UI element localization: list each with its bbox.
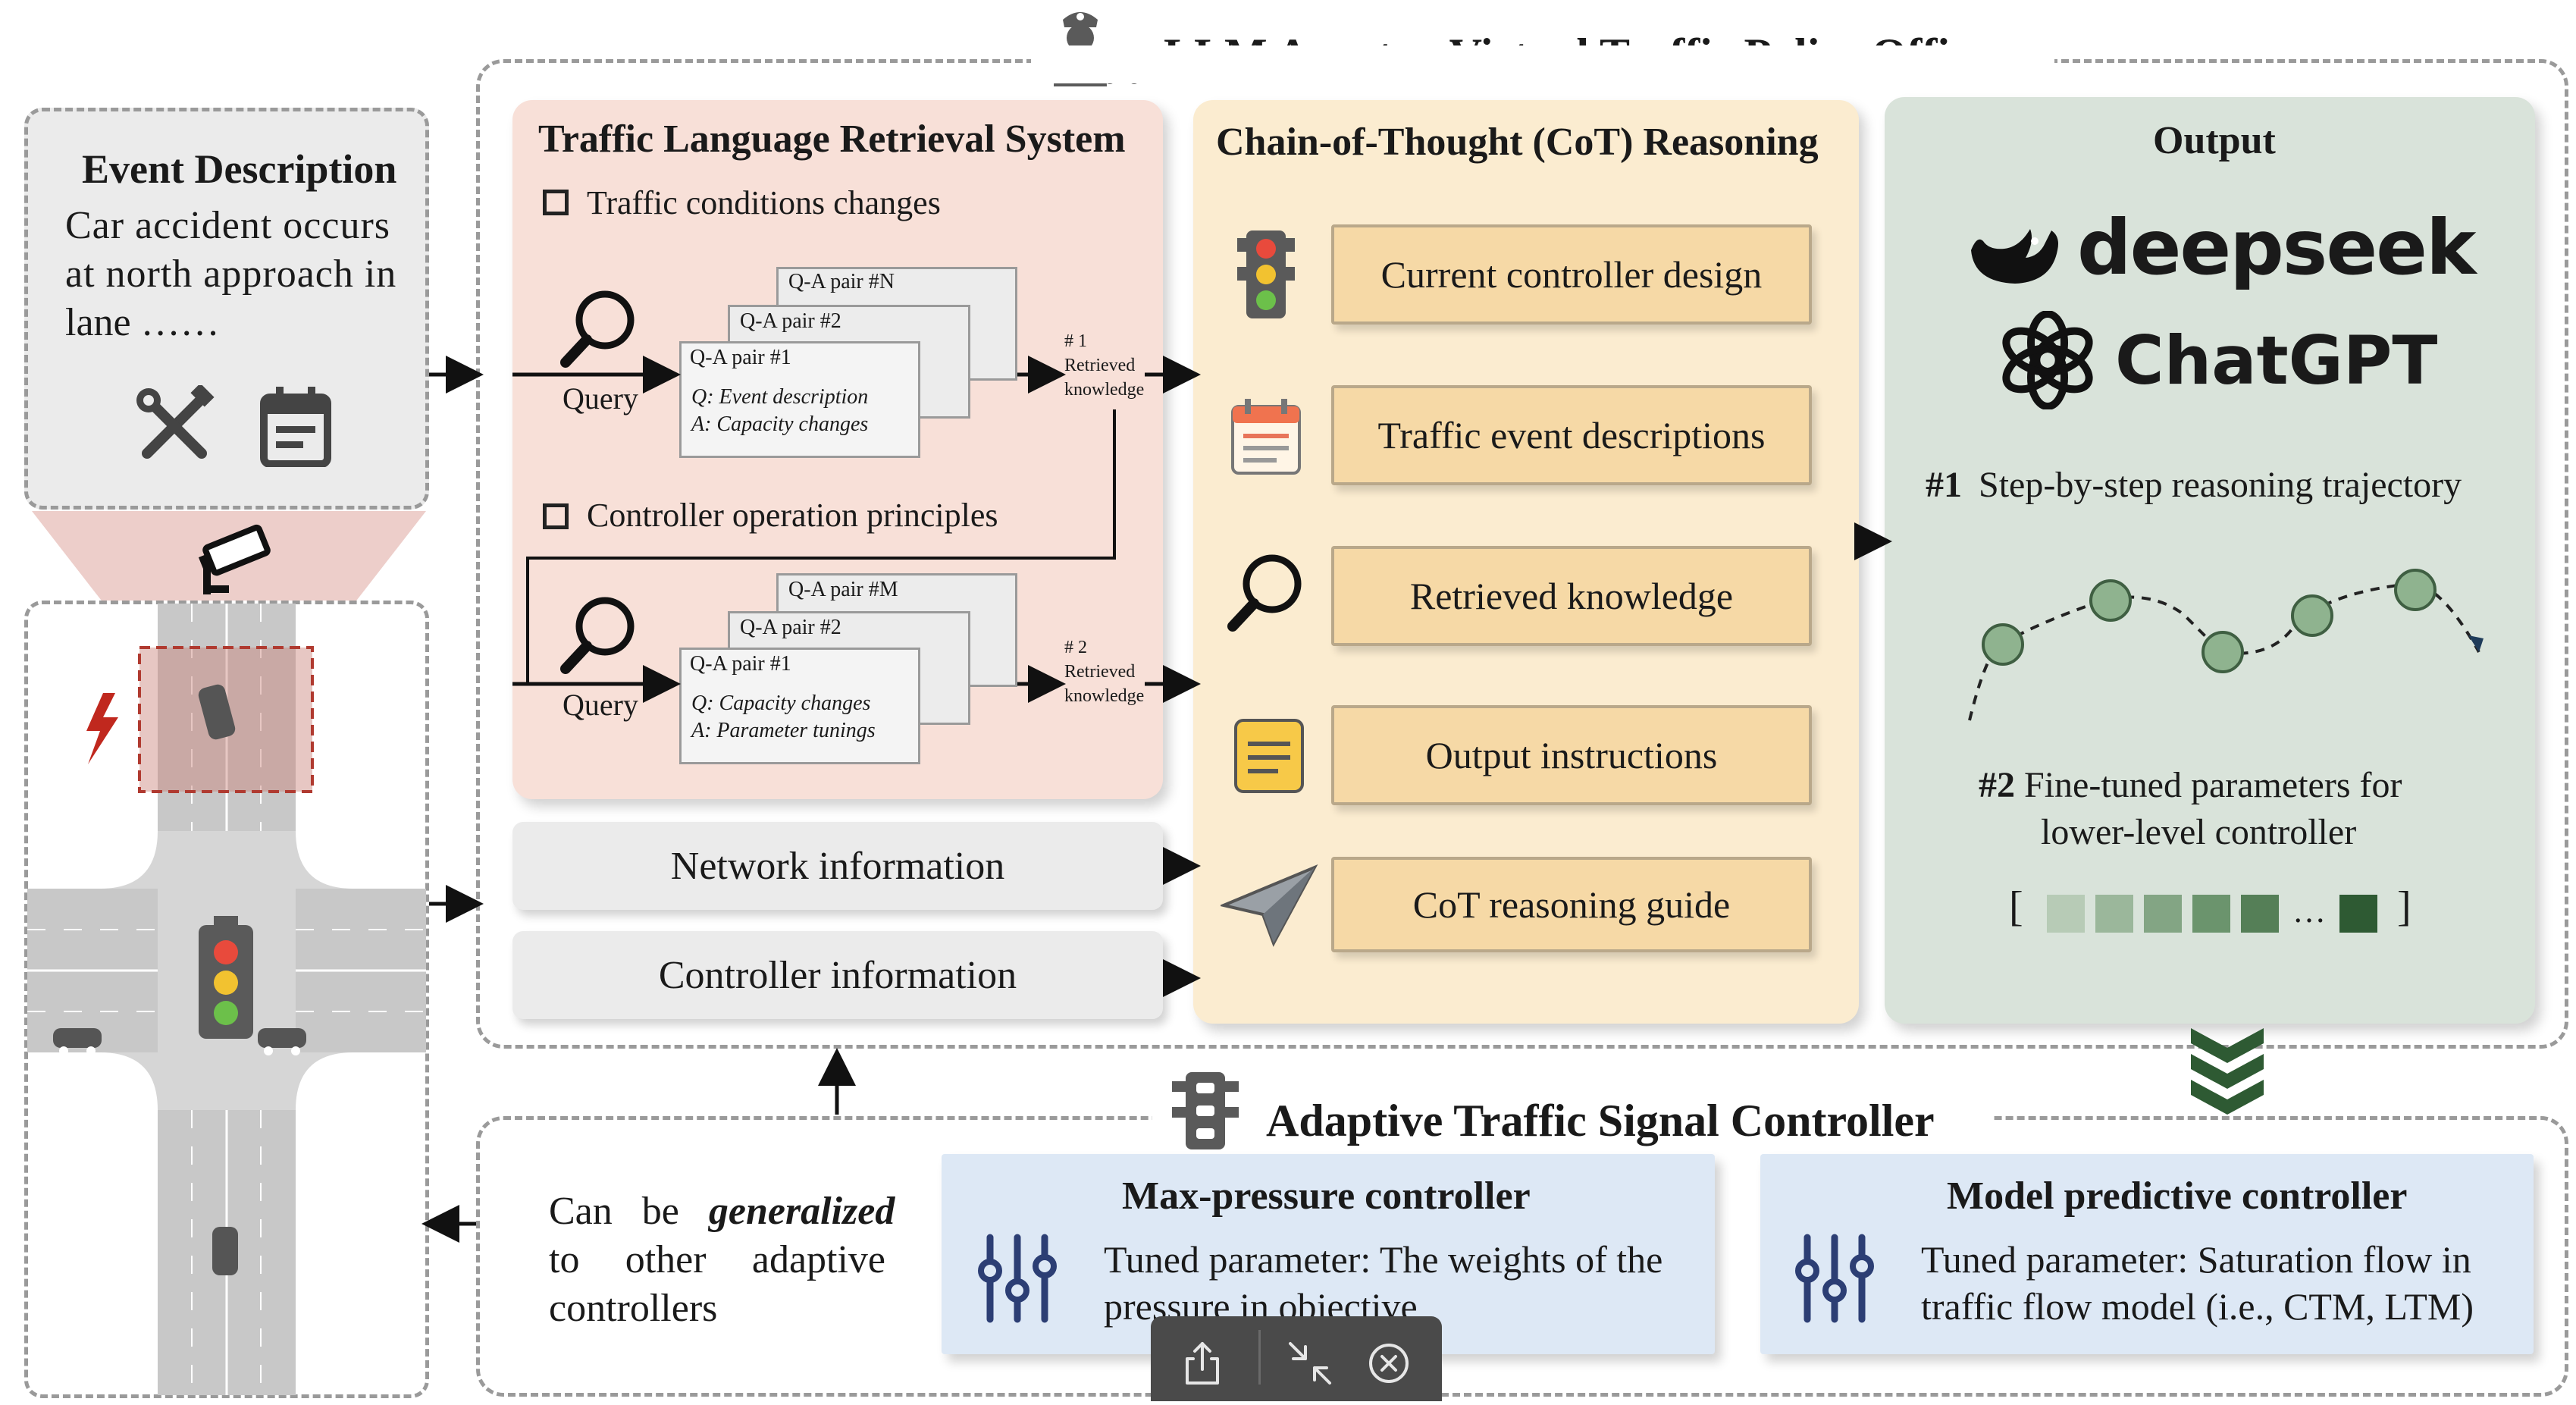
- collapse-icon[interactable]: [1286, 1339, 1334, 1388]
- cot-item-controller-design: Current controller design: [1331, 224, 1812, 325]
- qa-answer: A: Parameter tunings: [691, 719, 876, 742]
- cot-item-retrieved-knowledge: Retrieved knowledge: [1331, 546, 1812, 646]
- event-line-1: Car accident occurs: [65, 204, 391, 247]
- group1-label: Traffic conditions changes: [587, 184, 941, 221]
- title-gap: [1031, 45, 2054, 83]
- event-line-2: at north approach in: [65, 252, 397, 296]
- note-icon: [1231, 716, 1307, 796]
- traffic-light-icon: [1167, 1069, 1243, 1153]
- mpc-title: Model predictive controller: [1947, 1174, 2408, 1218]
- output-item1-num: #1: [1926, 465, 1962, 505]
- generalize-line-1: Can be generalized: [549, 1189, 895, 1234]
- qa-question: Q: Capacity changes: [691, 692, 871, 715]
- generalize-word: be: [641, 1190, 679, 1233]
- output-item2-line2: lower-level controller: [2041, 812, 2357, 852]
- adaptive-heading: Adaptive Traffic Signal Controller: [1266, 1096, 1935, 1146]
- param-swatch: [2241, 895, 2279, 933]
- deepseek-logo-text: deepseek: [2077, 203, 2476, 292]
- cot-item-reasoning-guide: CoT reasoning guide: [1331, 857, 1812, 952]
- output-item2-line1: #2 Fine-tuned parameters for: [1979, 764, 2402, 806]
- group1-query: Query: [563, 381, 638, 416]
- qa-pair-m-label: Q-A pair #M: [788, 578, 898, 601]
- mpc-line-2: traffic flow model (i.e., CTM, LTM): [1921, 1285, 2474, 1328]
- generalize-word: Can: [549, 1190, 613, 1233]
- toolbar-divider: [1258, 1330, 1261, 1385]
- event-line-3: lane ……: [65, 301, 220, 344]
- param-ellipsis: …: [2292, 892, 2326, 930]
- qa-pair-1-label: Q-A pair #1: [690, 346, 791, 369]
- max-pressure-line-1: Tuned parameter: The weights of the: [1104, 1238, 1663, 1281]
- generalize-word: to: [549, 1238, 580, 1281]
- cot-item-event-descriptions: Traffic event descriptions: [1331, 385, 1812, 485]
- close-circle-icon[interactable]: [1365, 1339, 1413, 1388]
- max-pressure-title: Max-pressure controller: [1122, 1174, 1531, 1218]
- cot-heading: Chain-of-Thought (CoT) Reasoning: [1216, 121, 1819, 164]
- paper-plane-icon: [1218, 864, 1319, 948]
- output-item2-num: #2: [1979, 765, 2015, 805]
- chevron-down-icon: [2191, 1028, 2264, 1119]
- traffic-light-icon: [1234, 227, 1298, 321]
- output-heading: Output: [2153, 119, 2276, 162]
- chatgpt-logo-icon: [1998, 310, 2097, 410]
- generalize-line-2: to other adaptive: [549, 1237, 885, 1282]
- calendar-list-icon: [1228, 396, 1304, 478]
- checkbox-icon: [543, 190, 569, 215]
- qa-pair-1-label: Q-A pair #1: [690, 652, 791, 676]
- chatgpt-logo-text: ChatGPT: [2115, 321, 2438, 400]
- param-swatch: [2144, 895, 2182, 933]
- param-swatch: [2339, 895, 2377, 933]
- deepseek-whale-icon: [1966, 214, 2065, 290]
- network-information-box: Network information: [512, 822, 1163, 910]
- magnifier-icon: [1225, 550, 1308, 634]
- generalize-line-3: controllers: [549, 1287, 718, 1330]
- calendar-icon: [258, 385, 334, 468]
- adaptive-title-gap: [1152, 1099, 1994, 1137]
- param-swatch: [2192, 895, 2230, 933]
- share-icon[interactable]: [1178, 1339, 1227, 1388]
- intersection-map: [27, 604, 426, 1395]
- param-bracket-open: [: [2009, 883, 2023, 930]
- mpc-controller-box: [1760, 1154, 2534, 1354]
- group2-label: Controller operation principles: [587, 497, 998, 534]
- camera-icon: [196, 520, 279, 596]
- controller-information-box: Controller information: [512, 931, 1163, 1019]
- param-swatch: [2095, 895, 2133, 933]
- mpc-line-1: Tuned parameter: Saturation flow in: [1921, 1238, 2471, 1281]
- tools-icon: [133, 383, 215, 467]
- param-swatch: [2047, 895, 2085, 933]
- retrieved-2-label: Retrieved: [1064, 662, 1136, 682]
- group2-query: Query: [563, 688, 638, 722]
- sliders-icon: [1792, 1233, 1877, 1324]
- retrieved-1-label: Retrieved: [1064, 356, 1136, 375]
- qa-answer: A: Capacity changes: [691, 412, 869, 436]
- output-item1-text: Step-by-step reasoning trajectory: [1979, 465, 2462, 505]
- sliders-icon: [975, 1233, 1060, 1324]
- output-item2-text1: Fine-tuned parameters for: [2024, 765, 2402, 805]
- generalize-emphasis: generalized: [708, 1190, 895, 1233]
- event-description-panel: [24, 108, 429, 510]
- param-bracket-close: ]: [2397, 883, 2411, 930]
- cot-item-output-instructions: Output instructions: [1331, 705, 1812, 805]
- qa-pair-2-label: Q-A pair #2: [740, 616, 841, 639]
- generalize-word: other: [625, 1238, 707, 1281]
- reasoning-trajectory-curve: [1956, 554, 2487, 728]
- checkbox-icon: [543, 503, 569, 529]
- magnifier-icon: [558, 593, 641, 676]
- retrieved-2-label2: knowledge: [1064, 686, 1145, 706]
- retrieved-1-num: # 1: [1064, 331, 1087, 351]
- retrieved-2-num: # 2: [1064, 638, 1087, 657]
- magnifier-icon: [558, 287, 641, 370]
- generalize-word: adaptive: [751, 1238, 885, 1281]
- event-heading: Event Description: [82, 146, 397, 192]
- retrieval-heading: Traffic Language Retrieval System: [538, 118, 1126, 161]
- qa-pair-n-label: Q-A pair #N: [788, 270, 895, 293]
- qa-pair-2-label: Q-A pair #2: [740, 309, 841, 333]
- param-swatches: …: [2047, 892, 2377, 933]
- qa-question: Q: Event description: [691, 385, 869, 409]
- retrieved-1-label2: knowledge: [1064, 380, 1145, 400]
